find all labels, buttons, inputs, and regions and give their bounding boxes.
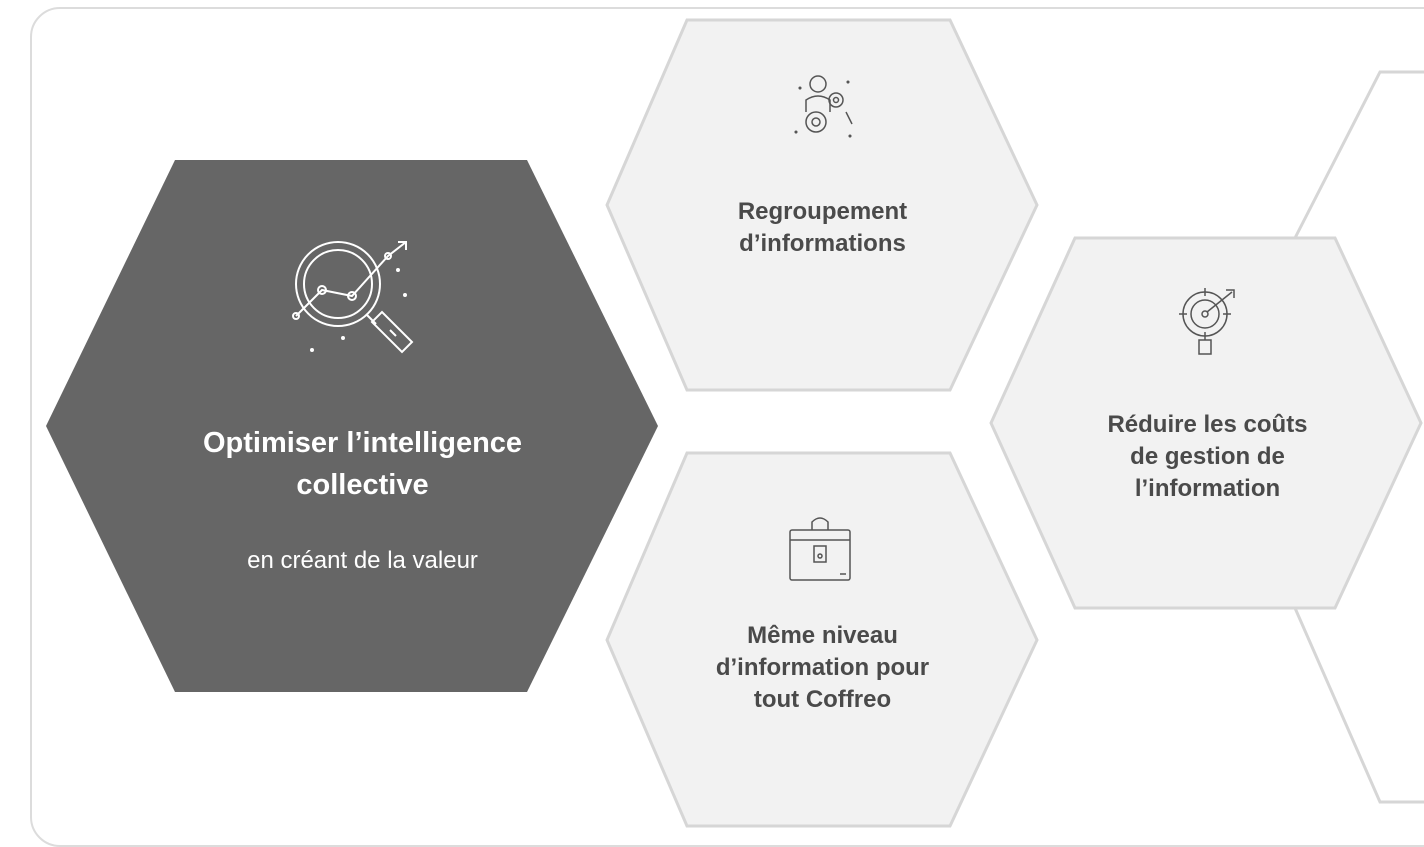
main-title-line1: Optimiser l’intelligence — [202, 427, 523, 459]
main-title-line2: collective — [296, 469, 429, 501]
person-gears-icon — [794, 75, 853, 138]
label-line: d’informations — [739, 230, 906, 257]
label-regroupement: Regroupement d’informations — [660, 196, 985, 260]
label-line: d’information pour — [715, 654, 930, 681]
main-hexagon — [46, 160, 658, 692]
hexagon-meme-niveau — [605, 451, 1039, 828]
label-line: l’information — [1134, 475, 1281, 502]
label-line: de gestion de — [1130, 443, 1285, 470]
briefcase-icon — [789, 517, 851, 581]
label-meme-niveau: Même niveau d’information pour tout Coff… — [660, 620, 985, 716]
main-title: Optimiser l’intelligence collective — [110, 422, 615, 506]
hexagon-regroupement — [605, 18, 1039, 392]
hexagon-reduire-couts — [989, 236, 1423, 610]
main-subtitle: en créant de la valeur — [247, 547, 478, 574]
hex-partial-outline-bottom — [1293, 607, 1424, 804]
hex-partial-outline — [1293, 70, 1424, 239]
label-reduire-couts: Réduire les coûts de gestion de l’inform… — [1045, 409, 1370, 505]
label-line: Réduire les coûts — [1107, 411, 1308, 438]
label-line: Même niveau — [747, 622, 898, 649]
magnifier-chart-icon — [292, 241, 414, 354]
label-line: tout Coffreo — [753, 686, 892, 713]
label-line: Regroupement — [737, 198, 908, 225]
target-arrow-icon — [1179, 288, 1235, 355]
